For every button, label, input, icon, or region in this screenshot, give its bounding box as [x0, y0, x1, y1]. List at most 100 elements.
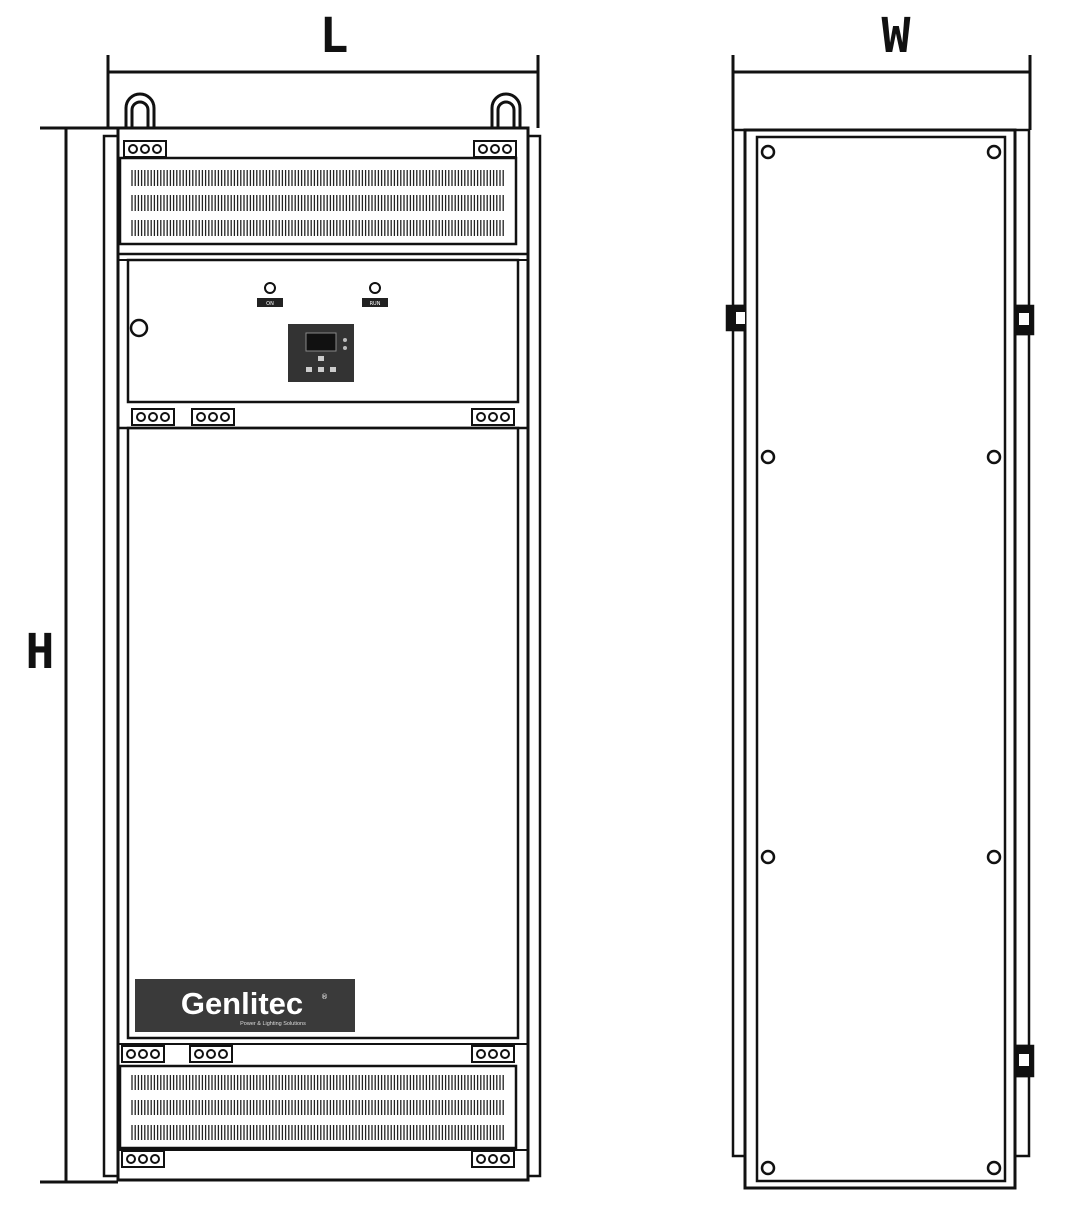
terminal-screw-icon — [136, 412, 146, 422]
terminal-screw-icon — [218, 1049, 228, 1059]
terminal-screw-icon — [500, 412, 510, 422]
length-label: L — [320, 8, 349, 64]
indicator-lamp-icon — [264, 282, 276, 294]
side-rail-right-middle — [1013, 332, 1031, 1048]
terminal-block — [473, 140, 517, 158]
terminal-block — [191, 408, 235, 426]
bottom-vent-panel — [118, 1064, 518, 1150]
hinge-notch — [736, 312, 745, 324]
controller-button[interactable] — [306, 367, 312, 372]
vent-slots — [131, 170, 504, 1140]
terminal-screw-icon — [490, 144, 500, 154]
terminal-screw-icon — [140, 144, 150, 154]
terminal-block-body — [473, 140, 517, 158]
terminal-block-body — [471, 1150, 515, 1168]
lifting-eye-icon — [490, 92, 522, 128]
terminal-screw-icon — [206, 1049, 216, 1059]
brand-plate: Genlitec ® Power & Lighting Solutions — [135, 979, 355, 1032]
terminal-block — [189, 1045, 233, 1063]
door-lock-icon[interactable] — [129, 318, 149, 338]
terminal-block — [471, 1150, 515, 1168]
screw-icon — [986, 144, 1002, 160]
side-panel-screws — [760, 144, 1002, 1176]
terminal-blocks — [121, 140, 517, 1168]
terminal-screw-icon — [160, 412, 170, 422]
terminal-screw-icon — [138, 1154, 148, 1164]
width-dimension — [731, 55, 1032, 130]
hinge-notch — [1019, 1054, 1029, 1066]
brand-logo: Genlitec — [181, 986, 303, 1021]
terminal-block-body — [471, 1045, 515, 1063]
brand-registered-mark: ® — [321, 993, 328, 1001]
controller-button[interactable] — [318, 356, 324, 361]
terminal-block — [123, 140, 167, 158]
terminal-block-body — [191, 408, 235, 426]
side-inner-panel — [755, 135, 1007, 1183]
brand-plate-background — [135, 979, 355, 1032]
terminal-screw-icon — [220, 412, 230, 422]
height-label-backdrop — [24, 622, 60, 676]
terminal-screw-icon — [194, 1049, 204, 1059]
brand-tagline: Power & Lighting Solutions — [240, 1021, 306, 1027]
terminal-screw-icon — [488, 1154, 498, 1164]
terminal-block-body — [189, 1045, 233, 1063]
terminal-block — [471, 1045, 515, 1063]
terminal-block-body — [131, 408, 175, 426]
terminal-block — [471, 408, 515, 426]
terminal-block-body — [121, 1045, 165, 1063]
controller-screen — [305, 332, 337, 352]
terminal-screw-icon — [476, 1154, 486, 1164]
controller-led-icon — [343, 338, 347, 342]
lifting-eye-icon — [124, 92, 156, 128]
indicator-lamps: ON RUN — [257, 282, 388, 307]
indicator-lamp-icon — [369, 282, 381, 294]
screw-icon — [986, 849, 1002, 865]
indicator-label-plate — [362, 298, 388, 307]
side-enclosure — [743, 128, 1017, 1190]
controller-button[interactable] — [330, 367, 336, 372]
terminal-block-body — [471, 408, 515, 426]
controller-button[interactable] — [318, 367, 324, 372]
terminal-screw-icon — [502, 144, 512, 154]
side-rail-right-upper — [1013, 128, 1031, 308]
terminal-screw-icon — [128, 144, 138, 154]
length-dimension — [106, 55, 540, 128]
side-view — [725, 128, 1035, 1190]
screw-icon — [760, 849, 776, 865]
screw-icon — [760, 144, 776, 160]
right-side-post — [526, 134, 542, 1178]
side-rail-left-lower — [731, 328, 747, 1158]
terminal-screw-icon — [126, 1154, 136, 1164]
terminal-screw-icon — [478, 144, 488, 154]
side-rail-left-upper — [731, 128, 747, 308]
screw-icon — [760, 449, 776, 465]
terminal-block — [131, 408, 175, 426]
indicator-label-plate — [257, 298, 283, 307]
terminal-block — [121, 1045, 165, 1063]
screw-icon — [760, 1160, 776, 1176]
front-view — [102, 92, 542, 1182]
hinge-notch — [1019, 313, 1029, 325]
side-rail-right-lower — [1013, 1074, 1031, 1158]
controller-led-icon — [343, 346, 347, 350]
terminal-screw-icon — [500, 1049, 510, 1059]
terminal-screw-icon — [150, 1049, 160, 1059]
left-side-post — [102, 134, 120, 1178]
terminal-screw-icon — [500, 1154, 510, 1164]
terminal-screw-icon — [476, 1049, 486, 1059]
terminal-screw-icon — [126, 1049, 136, 1059]
controller-module[interactable] — [288, 324, 354, 382]
terminal-screw-icon — [488, 1049, 498, 1059]
indicator-label: ON — [266, 301, 274, 307]
terminal-screw-icon — [208, 412, 218, 422]
screw-icon — [986, 1160, 1002, 1176]
terminal-screw-icon — [196, 412, 206, 422]
terminal-block-body — [121, 1150, 165, 1168]
height-label: H — [26, 624, 55, 680]
terminal-screw-icon — [152, 144, 162, 154]
indicator-label: RUN — [370, 301, 381, 307]
width-label: W — [882, 8, 911, 64]
control-panel-door — [126, 258, 520, 404]
terminal-screw-icon — [150, 1154, 160, 1164]
